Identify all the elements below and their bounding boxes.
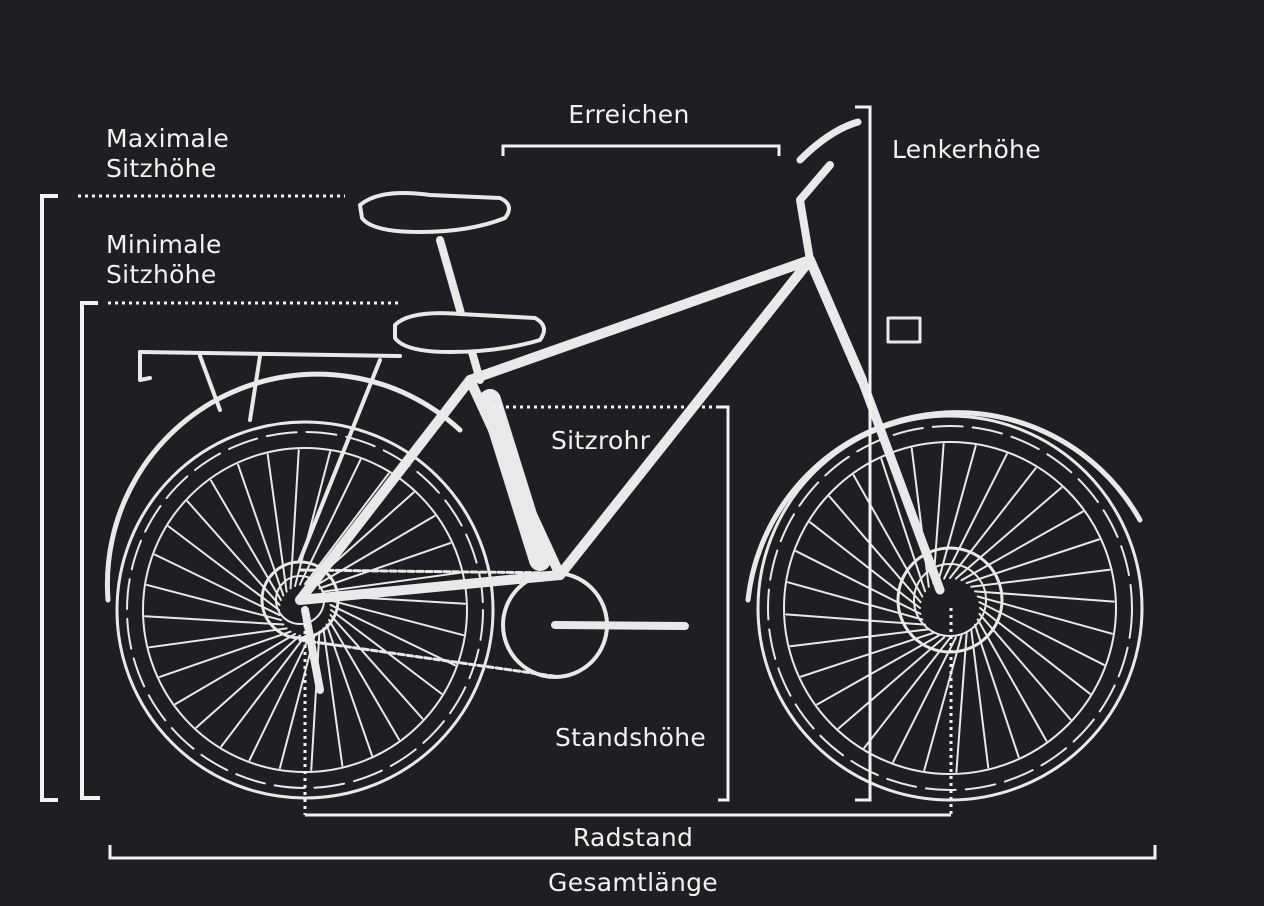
spoke	[167, 525, 280, 611]
front-fender	[745, 410, 1143, 603]
label-standover-height: Standshöhe	[555, 723, 707, 752]
label-min-seat-height: Minimale Sitzhöhe	[106, 230, 222, 290]
spoke	[195, 634, 301, 729]
label-seat-tube: Sitzrohr	[551, 426, 651, 455]
spoke	[816, 634, 940, 706]
spoke	[329, 603, 457, 667]
spoke	[970, 628, 990, 769]
spoke	[970, 568, 1111, 588]
spoke	[310, 630, 321, 771]
chain	[298, 568, 562, 679]
spoke	[932, 443, 945, 585]
spoke	[795, 550, 922, 615]
spoke	[289, 449, 300, 590]
spoke	[144, 615, 285, 626]
spoke	[322, 571, 462, 593]
spoke	[965, 538, 1100, 585]
label-reach: Erreichen	[568, 100, 690, 129]
spoke	[294, 450, 332, 587]
label-min-seat-height-line2: Sitzhöhe	[106, 260, 217, 289]
spoke	[209, 479, 282, 602]
stem	[796, 161, 834, 264]
spoke	[266, 453, 288, 593]
spoke	[976, 595, 1113, 635]
bike-illustration	[104, 118, 1144, 802]
rear-wheel	[115, 420, 495, 800]
reach-bracket	[501, 144, 781, 156]
seatpost	[436, 236, 484, 384]
spoke	[880, 458, 927, 593]
spoke	[943, 453, 1008, 580]
saddle-min	[393, 311, 546, 354]
label-handlebar-height: Lenkerhöhe	[892, 135, 1041, 164]
measurement-lines	[40, 105, 1157, 860]
spoke	[789, 628, 930, 648]
spoke	[937, 445, 977, 582]
spoke	[973, 623, 1020, 758]
spoke	[976, 618, 1048, 742]
min-seat-height-bracket	[80, 301, 100, 800]
spoke	[325, 623, 373, 757]
spoke	[852, 474, 924, 598]
spoke	[892, 636, 957, 763]
spoke	[145, 583, 282, 621]
handlebar-height-bracket	[855, 105, 872, 802]
crank-arm	[551, 621, 689, 630]
label-max-seat-height: Maximale Sitzhöhe	[106, 124, 229, 184]
spoke	[322, 627, 344, 767]
spoke	[158, 630, 292, 678]
spoke	[318, 542, 452, 590]
spoke	[973, 590, 1115, 603]
spoke	[278, 633, 316, 770]
battery	[479, 389, 551, 571]
spoke	[329, 614, 424, 720]
spoke	[148, 627, 288, 649]
spoke	[153, 553, 281, 617]
derailleur	[301, 606, 324, 694]
spoke	[949, 467, 1037, 579]
spoke	[923, 634, 963, 771]
rear-fender	[104, 371, 463, 603]
spoke	[954, 486, 1063, 580]
spoke	[186, 500, 281, 606]
label-min-seat-height-line1: Minimale	[106, 230, 222, 259]
standover-height-bracket	[718, 405, 730, 802]
total-length-bracket	[108, 845, 1157, 860]
rear-rack	[138, 350, 402, 562]
spoke	[248, 634, 312, 762]
spoke	[328, 618, 401, 741]
spoke	[220, 635, 306, 748]
label-max-seat-height-line2: Sitzhöhe	[106, 154, 217, 183]
spoke	[313, 514, 436, 587]
spoke	[800, 631, 935, 678]
label-wheelbase: Radstand	[572, 823, 694, 852]
spoke	[978, 612, 1072, 721]
spoke	[960, 510, 1084, 582]
spoke	[828, 495, 922, 604]
spoke	[787, 581, 924, 621]
saddle-max	[358, 191, 511, 234]
spoke	[955, 631, 968, 773]
spoke	[837, 636, 946, 730]
rear-wheel-spokes	[144, 449, 466, 771]
handlebar	[796, 118, 862, 164]
spoke	[328, 599, 465, 637]
spoke	[174, 633, 297, 706]
headlight	[886, 316, 922, 344]
max-seat-height-bracket	[40, 194, 58, 802]
label-total-length: Gesamtlänge	[548, 868, 718, 897]
fork	[857, 375, 945, 595]
spoke	[809, 521, 921, 609]
label-max-seat-height-line1: Maximale	[106, 124, 230, 153]
spoke	[863, 637, 951, 749]
spoke	[237, 463, 285, 597]
